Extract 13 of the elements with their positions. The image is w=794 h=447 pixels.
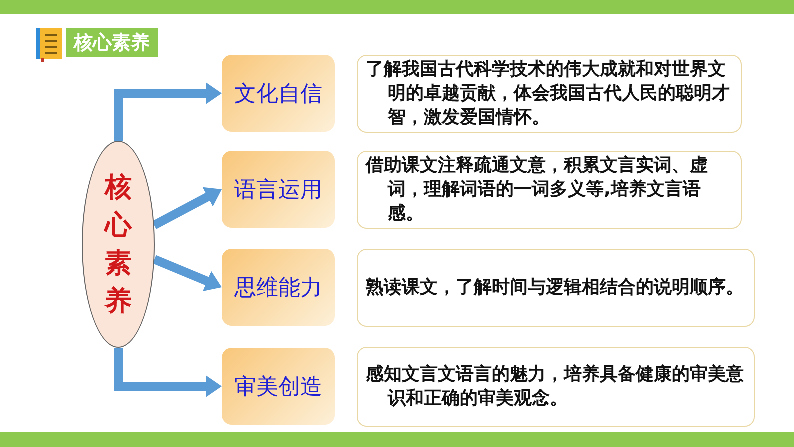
- title-tag: 核心素养: [66, 28, 158, 57]
- description-box: 了解我国古代科学技术的伟大成就和对世界文明的卓越贡献，体会我国古代人民的聪明才智，激发爱国情怀。: [357, 55, 742, 133]
- block-arrow: [152, 255, 222, 292]
- competency-box: 文化自信: [222, 55, 335, 132]
- competency-box: 审美创造: [222, 348, 335, 425]
- description-box: 感知文言文语言的魅力，培养具备健康的审美意识和正确的审美观念。: [357, 347, 755, 427]
- block-arrow: [114, 82, 222, 141]
- block-arrow: [114, 348, 222, 398]
- competency-box: 思维能力: [222, 249, 335, 326]
- description-box: 借助课文注释疏通文意，积累文言实词、虚词，理解词语的一词多义等,培养文言语感。: [357, 151, 742, 229]
- core-label: 核心素养: [104, 170, 134, 318]
- competency-box: 语言运用: [222, 151, 335, 228]
- description-box: 熟读课文，了解时间与逻辑相结合的说明顺序。: [357, 249, 755, 327]
